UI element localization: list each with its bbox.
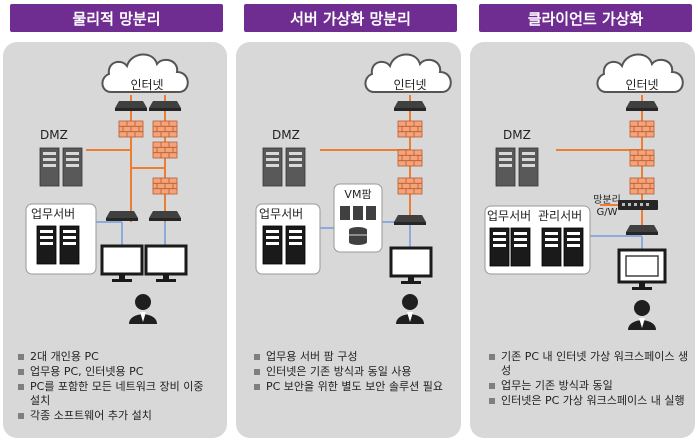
- dmz-label: DMZ: [503, 128, 531, 142]
- dmz-server-icon: [62, 147, 83, 187]
- work-pc-monitor-icon: [100, 244, 144, 284]
- firewall-icon: [118, 120, 144, 138]
- work-server-icon: [489, 227, 510, 267]
- internet-pc-monitor-icon: [144, 244, 188, 284]
- bullet-item: 인터넷은 PC 가상 워크스페이스 내 실행: [487, 394, 689, 408]
- internet-label: 인터넷: [625, 78, 658, 92]
- gateway-appliance-icon: [618, 200, 658, 210]
- firewall-icon: [152, 177, 178, 195]
- gateway-label-line2: G/W: [596, 207, 617, 218]
- router-icon: [626, 101, 658, 111]
- pc-monitor-icon: [389, 246, 433, 286]
- router-icon: [149, 211, 181, 221]
- dmz-label: DMZ: [272, 128, 300, 142]
- firewall-icon: [629, 149, 655, 167]
- work-server-icon: [285, 225, 306, 265]
- work-server-icon: [59, 225, 80, 265]
- bullet-item: PC를 포함한 모든 네트워크 장비 이중 설치: [16, 380, 216, 408]
- firewall-icon: [397, 149, 423, 167]
- pc-virtual-workspace-monitor-icon: [617, 248, 667, 290]
- bullet-item: 2대 개인용 PC: [16, 350, 216, 364]
- bullet-item: 각종 소프트웨어 추가 설치: [16, 409, 216, 423]
- user-icon: [396, 294, 424, 324]
- bullet-item: 업무는 기존 방식과 동일: [487, 379, 689, 393]
- firewall-icon: [152, 120, 178, 138]
- router-icon: [626, 225, 658, 235]
- dmz-server-icon: [39, 147, 60, 187]
- work-server-label: 업무서버: [259, 207, 303, 221]
- router-icon: [149, 101, 181, 111]
- bullet-item: 기존 PC 내 인터넷 가상 워크스페이스 생성: [487, 350, 689, 378]
- dmz-server-icon: [518, 147, 539, 187]
- firewall-icon: [629, 120, 655, 138]
- bullet-item: PC 보안을 위한 별도 보안 솔루션 필요: [252, 380, 452, 394]
- bullet-item: 인터넷은 기존 방식과 동일 사용: [252, 365, 452, 379]
- bullet-item: 업무용 서버 팜 구성: [252, 350, 452, 364]
- dmz-label: DMZ: [40, 128, 68, 142]
- router-icon: [106, 211, 138, 221]
- work-server-label: 업무서버: [31, 207, 75, 221]
- gateway-label-line1: 망분리: [593, 194, 621, 206]
- dmz-server-icon: [285, 147, 306, 187]
- vm-farm-label: VM팜: [344, 188, 371, 201]
- physical-bullet-list: 2대 개인용 PC 업무용 PC, 인터넷용 PC PC를 포함한 모든 네트워…: [16, 350, 216, 424]
- dmz-server-icon: [495, 147, 516, 187]
- firewall-icon: [397, 177, 423, 195]
- header-client-virtualization: 클라이언트 가상화: [479, 4, 692, 32]
- vm-farm-servers-icon: [340, 206, 376, 245]
- bullet-item: 업무용 PC, 인터넷용 PC: [16, 365, 216, 379]
- work-server-icon: [262, 225, 283, 265]
- mgmt-server-icon: [541, 227, 562, 267]
- router-icon: [115, 101, 147, 111]
- firewall-icon: [397, 120, 423, 138]
- server-bullet-list: 업무용 서버 팜 구성 인터넷은 기존 방식과 동일 사용 PC 보안을 위한 …: [252, 350, 452, 395]
- work-server-icon: [36, 225, 57, 265]
- work-server-icon: [510, 227, 531, 267]
- work-server-label: 업무서버: [487, 209, 531, 223]
- firewall-icon: [152, 141, 178, 159]
- router-icon: [394, 215, 426, 225]
- internet-label: 인터넷: [130, 78, 163, 92]
- mgmt-server-label: 관리서버: [538, 209, 582, 223]
- physical-links: [86, 95, 166, 248]
- header-server-virtualization: 서버 가상화 망분리: [244, 4, 457, 32]
- router-icon: [394, 101, 426, 111]
- dmz-server-icon: [262, 147, 283, 187]
- mgmt-server-icon: [563, 227, 584, 267]
- internet-label: 인터넷: [393, 78, 426, 92]
- firewall-icon: [629, 177, 655, 195]
- header-physical: 물리적 망분리: [10, 4, 223, 32]
- client-bullet-list: 기존 PC 내 인터넷 가상 워크스페이스 생성 업무는 기존 방식과 동일 인…: [487, 350, 689, 409]
- user-icon: [129, 294, 157, 324]
- user-icon: [628, 300, 656, 330]
